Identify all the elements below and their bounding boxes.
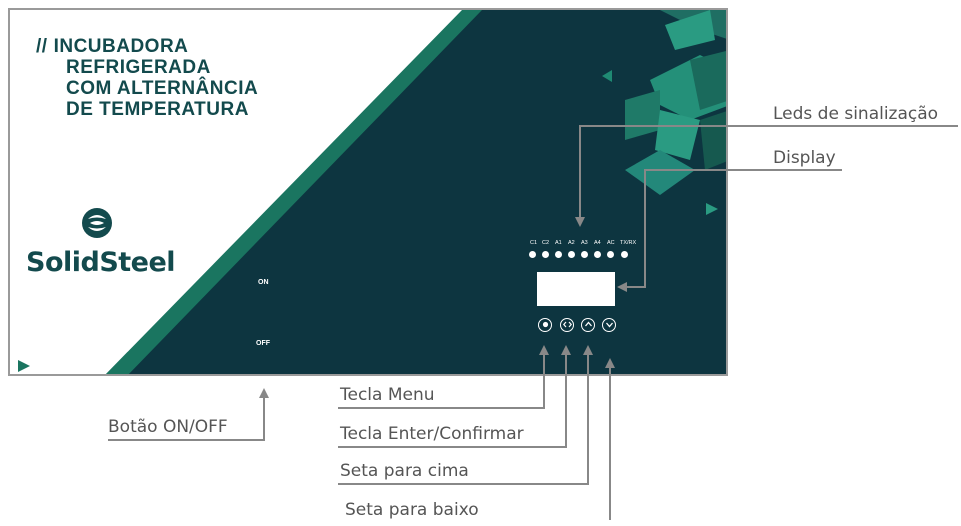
title-slashes: // (36, 36, 48, 57)
title-line-1: INCUBADORA (53, 36, 189, 57)
title-line-3: COM ALTERNÂNCIA (66, 78, 259, 99)
cube-shape (690, 51, 726, 110)
led-label: TX/RX (620, 240, 637, 246)
led-indicator (568, 251, 575, 258)
led-indicator (607, 251, 614, 258)
small-triangle (602, 70, 612, 82)
title-line-4: DE TEMPERATURA (66, 99, 249, 120)
power-callout-label: Botão ON/OFF (108, 417, 228, 437)
led-label: A4 (594, 240, 601, 246)
brand-logo-icon (82, 208, 112, 238)
led-indicator (529, 251, 536, 258)
corner-triangle (18, 360, 30, 372)
led-indicator (594, 251, 601, 258)
cube-shape (700, 111, 726, 170)
led-indicator (621, 251, 628, 258)
switch-off-label: OFF (256, 340, 270, 347)
down-callout-label: Seta para baixo (345, 500, 479, 520)
brand-name: SolidSteel (26, 247, 176, 278)
dot-icon (542, 321, 548, 328)
led-indicator (581, 251, 588, 258)
led-label: C1 (530, 240, 538, 246)
chevron-up-icon (584, 321, 592, 327)
leds-callout-label: Leds de sinalização (773, 104, 939, 124)
led-label: A1 (555, 240, 562, 246)
chevron-down-icon (605, 322, 613, 328)
down-arrow-key[interactable] (602, 318, 616, 332)
enter-arrows-icon (562, 321, 572, 328)
led-label-row: C1 C2 A1 A2 A3 A4 AC TX/RX (528, 240, 636, 249)
led-label: AC (607, 240, 615, 246)
led-indicator (542, 251, 549, 258)
menu-callout-label: Tecla Menu (340, 385, 435, 405)
title-line-2: REFRIGERADA (66, 57, 211, 78)
led-label: C2 (542, 240, 550, 246)
cube-shape (665, 10, 715, 50)
panel-title: //INCUBADORA REFRIGERADA COM ALTERNÂNCIA… (36, 36, 258, 120)
led-indicator (555, 251, 562, 258)
enter-callout-label: Tecla Enter/Confirmar (340, 424, 524, 444)
led-label: A2 (568, 240, 575, 246)
display-callout-label: Display (773, 148, 836, 168)
switch-on-label: ON (258, 279, 269, 286)
incubator-control-panel: //INCUBADORA REFRIGERADA COM ALTERNÂNCIA… (8, 8, 728, 376)
enter-key[interactable] (560, 318, 574, 332)
led-label: A3 (581, 240, 588, 246)
display-screen (537, 272, 615, 306)
menu-key[interactable] (538, 318, 552, 332)
up-arrow-key[interactable] (581, 318, 595, 332)
up-callout-label: Seta para cima (340, 461, 469, 481)
